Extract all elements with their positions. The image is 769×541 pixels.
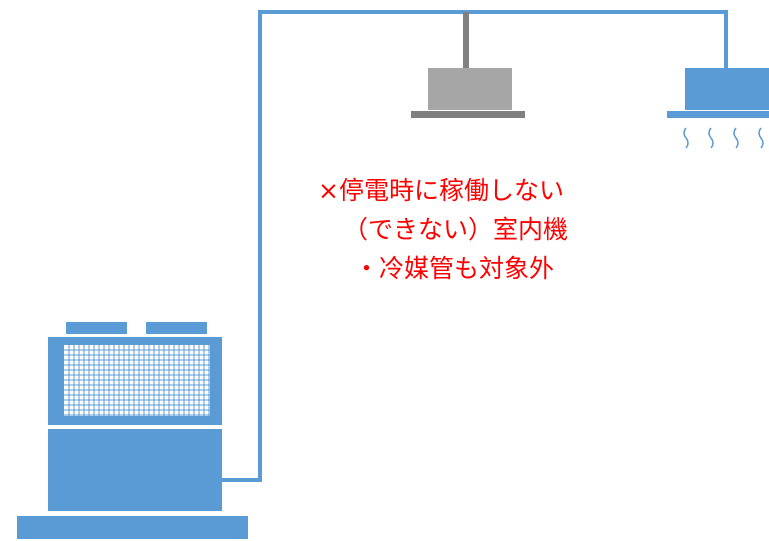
outdoor-unit-bottom bbox=[48, 429, 222, 511]
airflow-icon bbox=[683, 127, 764, 149]
outdoor-unit-base bbox=[17, 516, 248, 539]
indoor-unit-active bbox=[667, 68, 769, 118]
refrigerant-pipe bbox=[222, 10, 728, 482]
annotation-line-2: （できない）室内機 bbox=[343, 215, 569, 244]
annotation-line-1: ×停電時に稼働しない bbox=[318, 176, 564, 205]
fan-cap-right bbox=[146, 322, 207, 334]
annotation-line-3: ・冷媒管も対象外 bbox=[354, 254, 555, 283]
fan-cap-left bbox=[66, 322, 127, 334]
outdoor-unit bbox=[17, 322, 248, 539]
idle-unit-stem bbox=[463, 12, 469, 68]
grille-mesh bbox=[64, 345, 210, 416]
indoor-unit-idle bbox=[411, 68, 525, 118]
